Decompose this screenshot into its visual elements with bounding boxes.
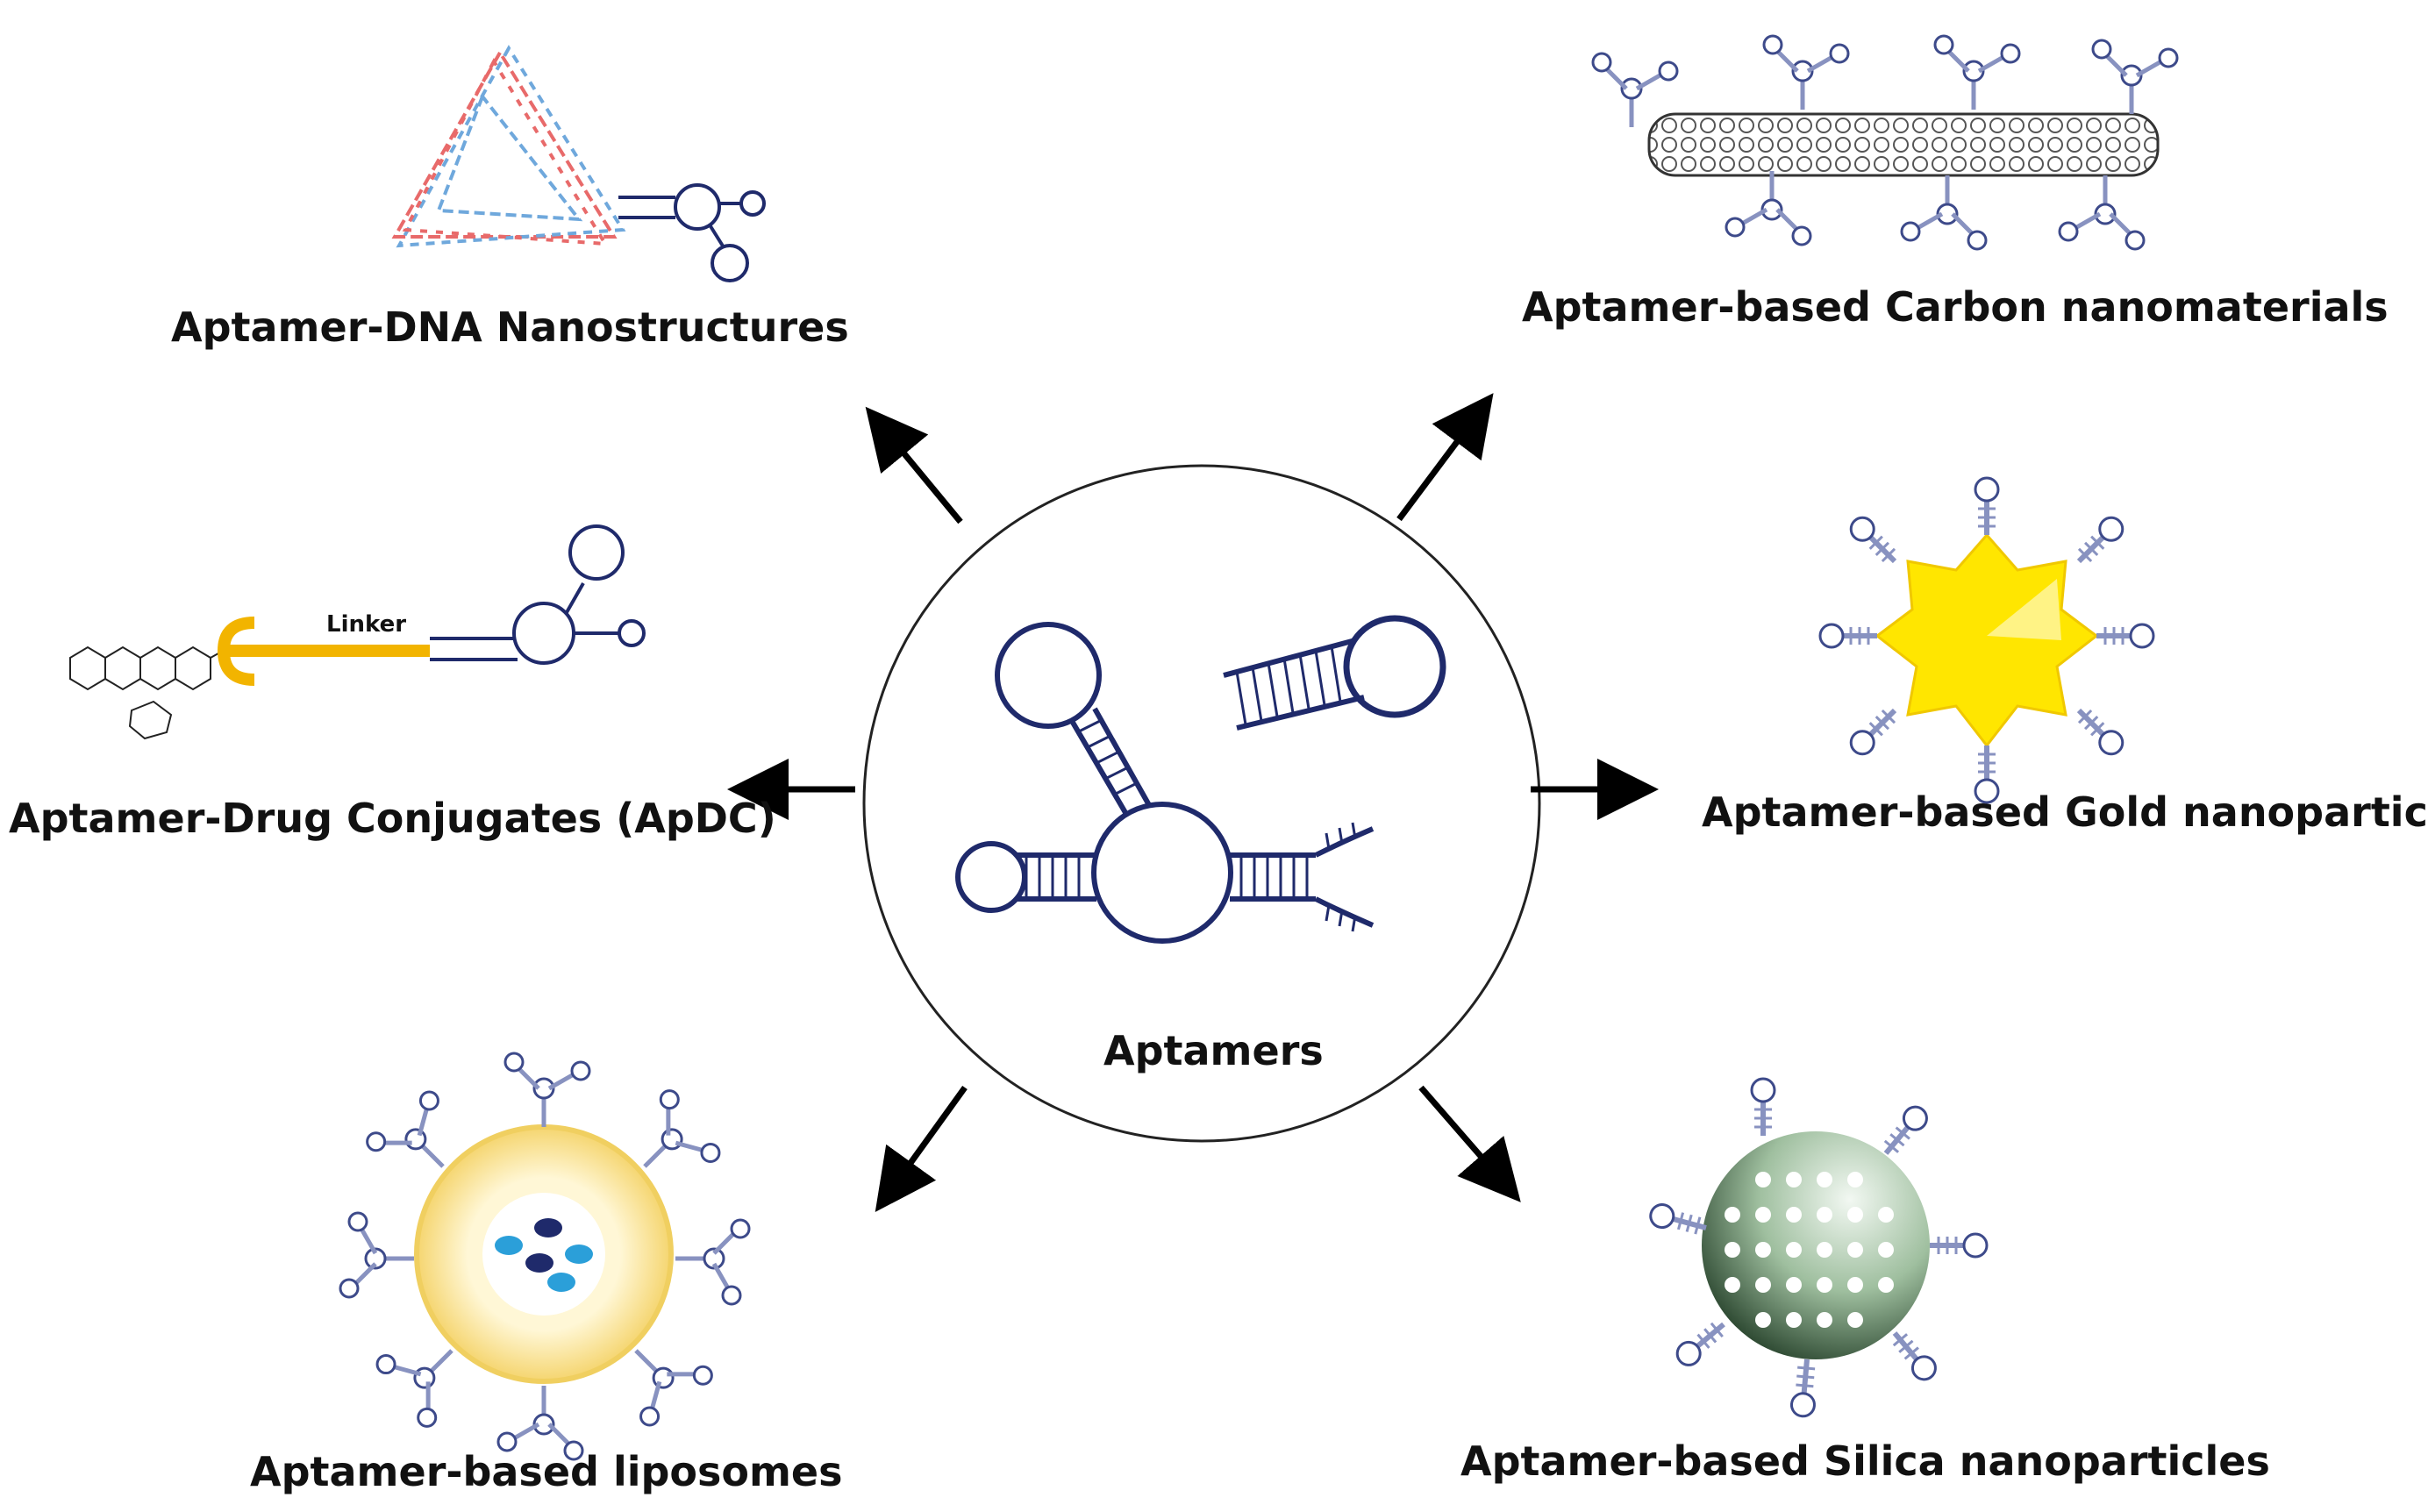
arrow-to-liposomes bbox=[875, 1085, 968, 1213]
label-apdc: Aptamer-Drug Conjugates (ApDC) bbox=[9, 795, 776, 842]
label-linker: Linker bbox=[326, 611, 407, 638]
label-liposomes: Aptamer-based liposomes bbox=[250, 1448, 843, 1495]
arrow-to-silica bbox=[1418, 1085, 1521, 1202]
liposome-icon bbox=[340, 1053, 749, 1459]
aptamer-large-icon bbox=[955, 622, 1375, 944]
center-circle bbox=[862, 464, 1541, 1143]
doxorubicin-structure-icon bbox=[69, 645, 227, 740]
linker-icon bbox=[217, 617, 255, 686]
label-carbon-nanomaterials: Aptamer-based Carbon nanomaterials bbox=[1522, 283, 2389, 331]
label-aptamers: Aptamers bbox=[1103, 1027, 1324, 1074]
dna-aptamer-icon bbox=[618, 183, 766, 282]
label-gold-nanoparticles: Aptamer-based Gold nanoparticles bbox=[1702, 788, 2428, 836]
silica-nanoparticle-icon bbox=[1648, 1079, 1987, 1417]
gold-nanoparticle-icon bbox=[1820, 478, 2153, 802]
arrows bbox=[727, 393, 1659, 1213]
dna-triangle-icon bbox=[391, 45, 626, 248]
label-dna-nanostructures: Aptamer-DNA Nanostructures bbox=[171, 303, 849, 351]
carbon-nanotube-icon bbox=[1593, 36, 2177, 249]
arrow-to-carbon bbox=[1396, 393, 1494, 522]
aptamer-hairpin-icon bbox=[1223, 615, 1446, 731]
arrow-to-dna bbox=[865, 406, 963, 524]
apdc-aptamer-icon bbox=[430, 524, 646, 665]
label-silica-nanoparticles: Aptamer-based Silica nanoparticles bbox=[1460, 1437, 2270, 1485]
